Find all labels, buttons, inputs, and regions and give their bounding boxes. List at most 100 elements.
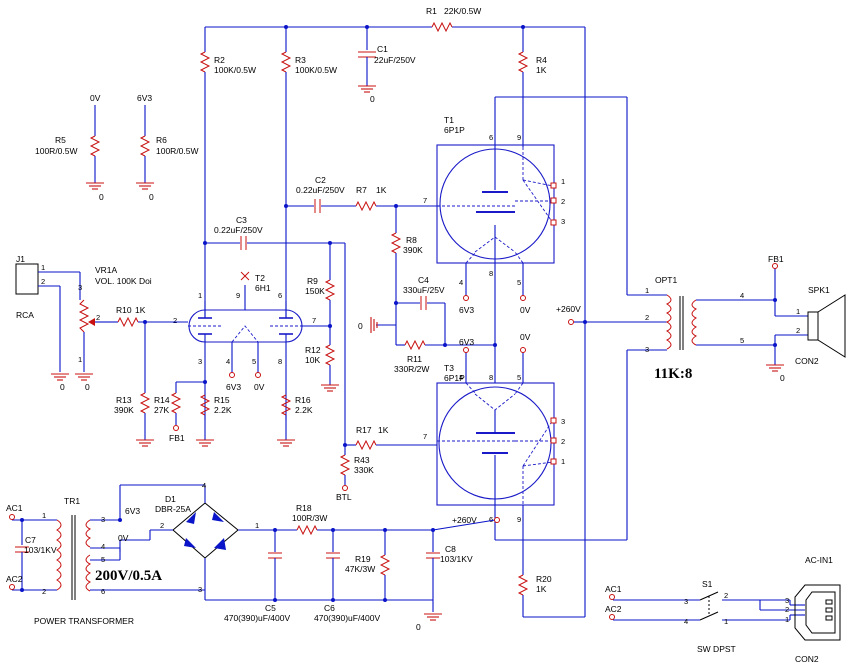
spk1-pin1: 1: [796, 307, 800, 316]
c8-ref: C8: [445, 544, 456, 554]
t2-pin4: 4: [226, 357, 230, 366]
tr1-pin4: 4: [101, 542, 105, 551]
fb1-feedback-node: [765, 263, 808, 372]
t1-pin8: 8: [489, 269, 493, 278]
s1-pin3: 3: [684, 597, 688, 606]
s1-pin4: 4: [684, 617, 688, 626]
r9-r12-divider: [320, 241, 340, 392]
j1-pin1: 1: [41, 263, 45, 272]
t3-heater-net: 6V3: [459, 337, 474, 347]
c8-value: 103/1KV: [440, 554, 473, 564]
tr1-ref: TR1: [64, 496, 80, 506]
ac2-right: AC2: [605, 604, 622, 614]
r8-resistor: [391, 206, 401, 325]
r14-value: 27K: [154, 405, 169, 415]
r9-value: 150K: [305, 286, 325, 296]
r2-resistor: [200, 51, 210, 318]
c7-ref: C7: [25, 535, 36, 545]
c1-ref: C1: [377, 44, 388, 54]
ac1-left: AC1: [6, 503, 23, 513]
d1-pin2: 2: [160, 521, 164, 530]
d1-value: DBR-25A: [155, 504, 191, 514]
s1-power-switch[interactable]: [609, 591, 806, 621]
r9-ref: R9: [307, 276, 318, 286]
d1-ref: D1: [165, 494, 176, 504]
vr1a-value: VOL. 100K Doi: [95, 276, 152, 286]
bypass-gnd-label: 0: [358, 321, 363, 331]
r12-ref: R12: [305, 345, 321, 355]
r6-gnd: 0: [149, 192, 154, 202]
fb1-ref: FB1: [768, 254, 784, 264]
tr1-rating: 200V/0.5A: [95, 568, 162, 584]
r8-ref: R8: [406, 235, 417, 245]
c5-ref: C5: [265, 603, 276, 613]
acin1-value: CON2: [795, 654, 819, 664]
psu-filter: [204, 517, 500, 621]
t3-pin6: 6: [489, 515, 493, 524]
r4-resistor: [518, 51, 528, 147]
r13-ref: R13: [116, 395, 132, 405]
j1-pin2: 2: [41, 277, 45, 286]
t1-pin9: 9: [517, 133, 521, 142]
t2-pin1: 1: [198, 291, 202, 300]
ac2-left: AC2: [6, 574, 23, 584]
acin1-pin1: 1: [785, 615, 789, 624]
d1-pin3: 3: [198, 585, 202, 594]
opt1-pin1: 1: [645, 286, 649, 295]
j1-rca-connector: [15, 263, 81, 381]
tr1-pin5: 5: [101, 555, 105, 564]
r1-value: 22K/0.5W: [444, 6, 481, 16]
spk1-value: CON2: [795, 356, 819, 366]
t3-pin2: 2: [561, 437, 565, 446]
acin1-pin3: 3: [785, 596, 789, 605]
t1-tube: [436, 97, 557, 296]
vr1a-pin3: 3: [78, 283, 82, 292]
r12-value: 10K: [305, 355, 320, 365]
tr1-0v-net: 0V: [118, 533, 129, 543]
vr1a-volume-pot[interactable]: [74, 299, 108, 381]
r20-resistor: [518, 574, 585, 618]
t2-zero-net: 0V: [254, 382, 265, 392]
tr1-pin2: 2: [42, 587, 46, 596]
r14-fb-net: FB1: [169, 433, 185, 443]
bplus-net-top: +260V: [556, 304, 581, 314]
r5-ref: R5: [55, 135, 66, 145]
r11-ref: R11: [407, 354, 422, 364]
spk-gnd: 0: [780, 373, 785, 383]
r5-top-net: 0V: [90, 93, 101, 103]
r4-value: 1K: [536, 65, 547, 75]
t1-pin2: 2: [561, 197, 565, 206]
top-rail: [204, 22, 586, 617]
t1-ref: T1: [444, 115, 454, 125]
r18-ref: R18: [296, 503, 312, 513]
opt1-output-transformer: [495, 96, 775, 541]
tr1-pin3: 3: [101, 515, 105, 524]
t3-pin1: 1: [561, 457, 565, 466]
r4-ref: R4: [536, 55, 547, 65]
c1-gnd-label: 0: [370, 94, 375, 104]
t1-pin1: 1: [561, 177, 565, 186]
r10-value: 1K: [135, 305, 146, 315]
j1-value: RCA: [16, 310, 34, 320]
r16-ref: R16: [295, 395, 311, 405]
vr1a-pin2: 2: [96, 313, 100, 322]
t2-pin2: 2: [173, 316, 177, 325]
t2-pin9: 9: [236, 291, 240, 300]
s1-ref: S1: [702, 579, 713, 589]
r18-value: 100R/3W: [292, 513, 327, 523]
r17-ref: R17: [356, 425, 372, 435]
t1-pin3: 3: [561, 217, 565, 226]
ac1-right: AC1: [605, 584, 622, 594]
c6-ref: C6: [324, 603, 335, 613]
c4-ref: C4: [418, 275, 429, 285]
vr1a-gnd: 0: [85, 382, 90, 392]
c1-capacitor: [357, 51, 377, 93]
acin1-pin2: 2: [785, 605, 789, 614]
c4-value: 330uF/25V: [403, 285, 445, 295]
c1-value: 22uF/250V: [374, 55, 416, 65]
r2-ref: R2: [214, 55, 225, 65]
opt1-pin3: 3: [645, 345, 649, 354]
c6-value: 470(390)uF/400V: [314, 613, 380, 623]
vr1a-ref: VR1A: [95, 265, 118, 275]
